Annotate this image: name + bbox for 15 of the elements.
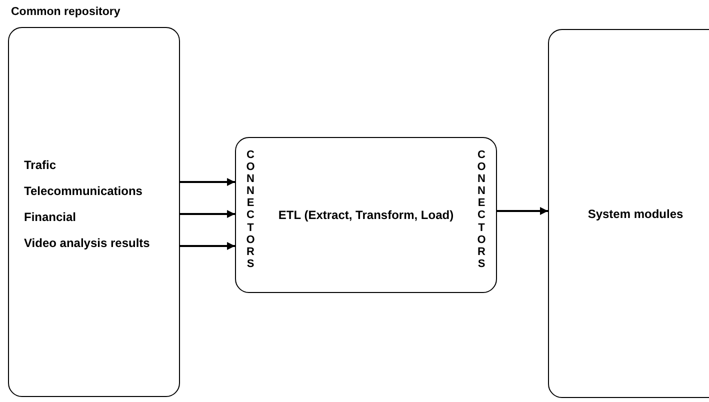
arrow: [497, 207, 548, 215]
module-label: System modules: [588, 206, 684, 220]
connectors-label: CONNECTORS: [476, 149, 487, 270]
data-source-label: Financial: [24, 210, 78, 224]
arrow: [180, 210, 235, 218]
arrow: [180, 178, 235, 186]
rounded-box: [548, 29, 709, 398]
connectors-label: CONNECTORS: [245, 149, 256, 270]
etl-label: ETL (Extract, Transform, Load): [278, 208, 454, 222]
data-source-label: Video analysis results: [24, 236, 150, 250]
rounded-box: [235, 137, 497, 293]
data-source-label: Telecommunications: [24, 184, 144, 198]
repository-heading: Common repository: [11, 6, 120, 18]
data-source-label: Trafic: [24, 158, 58, 172]
arrow: [180, 242, 235, 250]
